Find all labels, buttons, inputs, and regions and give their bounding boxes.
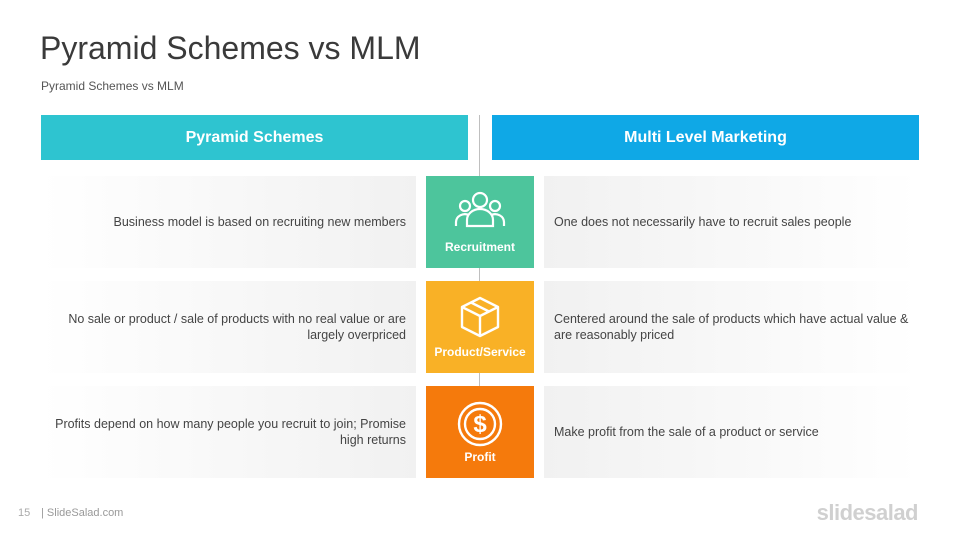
cell-text: Business model is based on recruiting ne… xyxy=(113,215,407,229)
tile-profit: $ Profit xyxy=(426,386,534,478)
row-product-left-text: No sale or product / sale of products wi… xyxy=(41,281,416,373)
cell-text: Profits depend on how many people you re… xyxy=(55,417,406,447)
tile-label: Recruitment xyxy=(444,240,515,254)
header-multi-level-marketing: Multi Level Marketing xyxy=(492,115,919,160)
brand-logo: slidesalad xyxy=(816,500,919,525)
cell-text: No sale or product / sale of products wi… xyxy=(68,312,406,342)
row-recruitment-left-text: Business model is based on recruiting ne… xyxy=(41,176,416,268)
cell-text: Centered around the sale of products whi… xyxy=(554,312,909,342)
tile-label: Product/Service xyxy=(434,345,526,359)
row-profit-right-text: Make profit from the sale of a product o… xyxy=(544,386,919,478)
cell-text: One does not necessarily have to recruit… xyxy=(554,215,852,229)
svg-text:$: $ xyxy=(473,411,487,438)
box-icon xyxy=(458,295,502,339)
tile-product-service: Product/Service xyxy=(426,281,534,373)
tile-recruitment: Recruitment xyxy=(426,176,534,268)
people-group-icon xyxy=(454,190,506,230)
slide-subtitle: Pyramid Schemes vs MLM xyxy=(41,79,184,93)
row-recruitment-right-text: One does not necessarily have to recruit… xyxy=(544,176,919,268)
page-number: 15 xyxy=(18,507,31,519)
dollar-coin-icon: $ xyxy=(456,400,504,448)
row-product-right-text: Centered around the sale of products whi… xyxy=(544,281,919,373)
footer-site-link[interactable]: | SlideSalad.com xyxy=(41,507,124,519)
cell-text: Make profit from the sale of a product o… xyxy=(554,425,819,439)
slide-title: Pyramid Schemes vs MLM xyxy=(40,30,421,66)
row-profit-left-text: Profits depend on how many people you re… xyxy=(41,386,416,478)
tile-label: Profit xyxy=(464,450,496,464)
header-pyramid-schemes: Pyramid Schemes xyxy=(41,115,468,160)
